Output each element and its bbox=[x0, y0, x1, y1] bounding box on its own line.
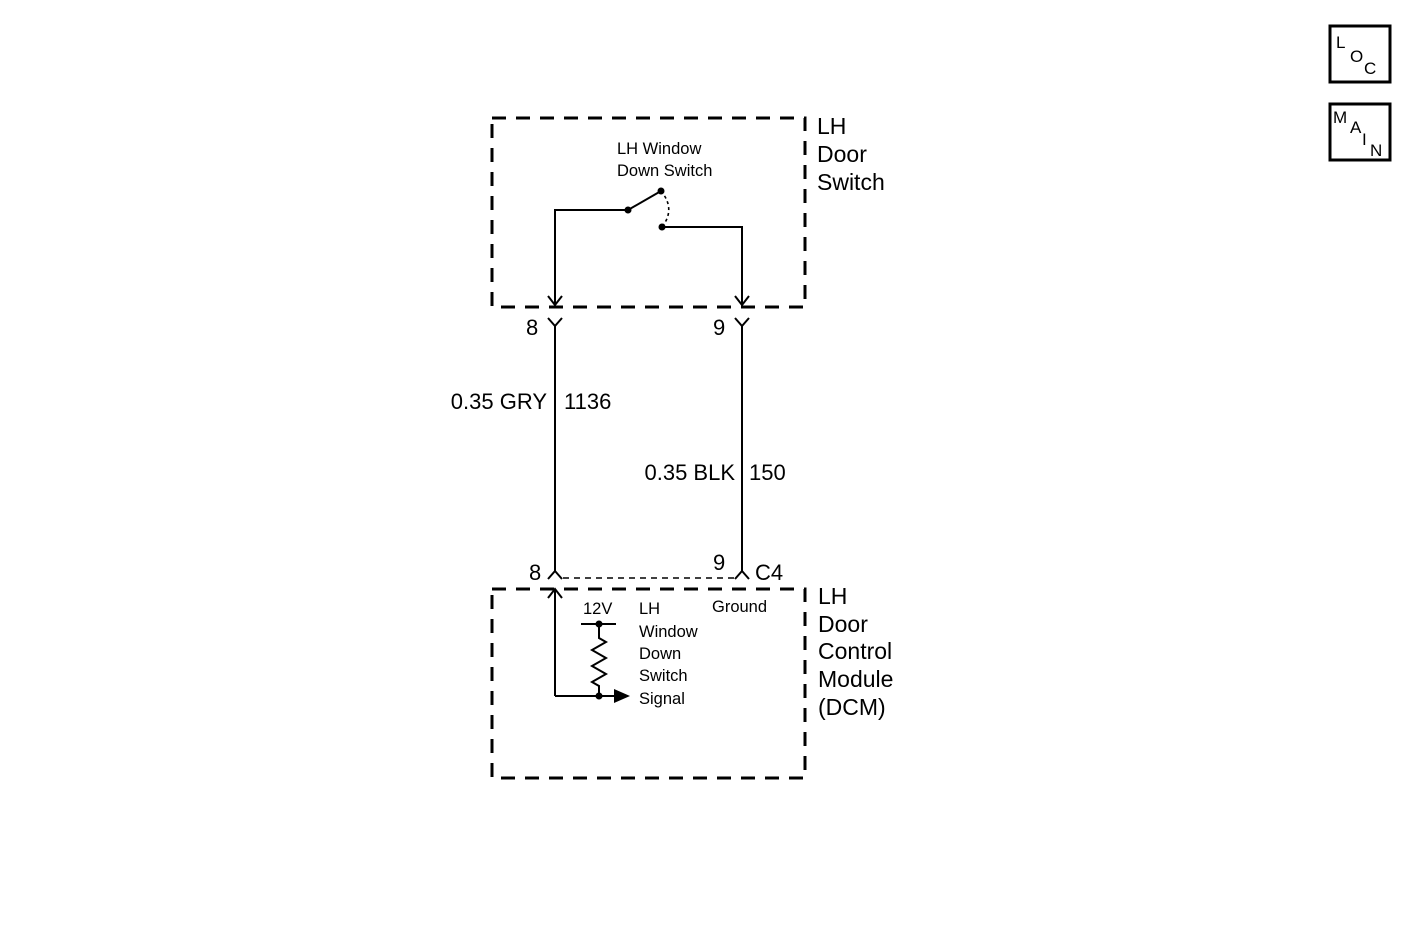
wire-gry-1136: 0.35 GRY 1136 bbox=[451, 326, 611, 572]
signal-label-line-2: Window bbox=[639, 623, 698, 641]
wire-blk-150: 0.35 BLK 150 bbox=[644, 326, 786, 572]
main-letter-2: A bbox=[1350, 118, 1362, 137]
bottom-connector-c4: 8 9 C4 bbox=[529, 550, 783, 585]
loc-letter-2: O bbox=[1350, 47, 1363, 66]
dcm-title-line-5: (DCM) bbox=[818, 694, 886, 720]
main-button[interactable]: M A I N bbox=[1328, 102, 1392, 162]
door-switch-title-line-3: Switch bbox=[817, 169, 885, 195]
dcm-title-line-4: Module bbox=[818, 666, 893, 692]
door-switch-outline bbox=[490, 116, 807, 309]
bottom-pin-9-label: 9 bbox=[713, 550, 725, 575]
main-letter-1: M bbox=[1333, 108, 1347, 127]
door-switch-title-line-1: LH bbox=[817, 113, 846, 139]
switch-label-line-1: LH Window bbox=[617, 140, 701, 158]
top-connector: 8 9 bbox=[526, 315, 750, 340]
resistor-symbol bbox=[589, 624, 609, 696]
signal-arrow-icon bbox=[614, 689, 630, 703]
signal-label-line-4: Switch bbox=[639, 667, 688, 685]
wire-gry-spec: 0.35 GRY bbox=[451, 389, 548, 414]
dcm-title-line-3: Control bbox=[818, 638, 892, 664]
signal-label-line-5: Signal bbox=[639, 690, 685, 708]
dcm-title-line-2: Door bbox=[818, 611, 868, 637]
wire-blk-circuit: 150 bbox=[749, 460, 786, 485]
loc-button[interactable]: L O C bbox=[1328, 24, 1392, 84]
connector-c4-label: C4 bbox=[755, 560, 783, 585]
door-switch-title-line-2: Door bbox=[817, 141, 867, 167]
wire-gry-circuit: 1136 bbox=[564, 389, 611, 414]
dcm-title-line-1: LH bbox=[818, 583, 847, 609]
main-letter-4: N bbox=[1370, 141, 1382, 160]
ground-label: Ground bbox=[712, 598, 767, 616]
switch-symbol bbox=[547, 187, 750, 307]
voltage-label: 12V bbox=[583, 600, 612, 618]
signal-label-line-3: Down bbox=[639, 645, 681, 663]
door-switch-component: LH Door Switch LH Window Down Switch bbox=[490, 113, 885, 309]
main-letter-3: I bbox=[1362, 130, 1367, 149]
loc-letter-1: L bbox=[1336, 33, 1345, 52]
switch-label-line-2: Down Switch bbox=[617, 162, 712, 180]
bottom-pin-8-label: 8 bbox=[529, 560, 541, 585]
loc-letter-3: C bbox=[1364, 59, 1376, 78]
signal-label-line-1: LH bbox=[639, 600, 660, 618]
dcm-outline bbox=[490, 587, 807, 780]
top-pin-8-label: 8 bbox=[526, 315, 538, 340]
top-pin-9-label: 9 bbox=[713, 315, 725, 340]
door-control-module: LH Door Control Module (DCM) Ground 12V … bbox=[490, 583, 893, 780]
pullup-circuit: 12V bbox=[547, 587, 630, 703]
wire-blk-spec: 0.35 BLK bbox=[644, 460, 735, 485]
